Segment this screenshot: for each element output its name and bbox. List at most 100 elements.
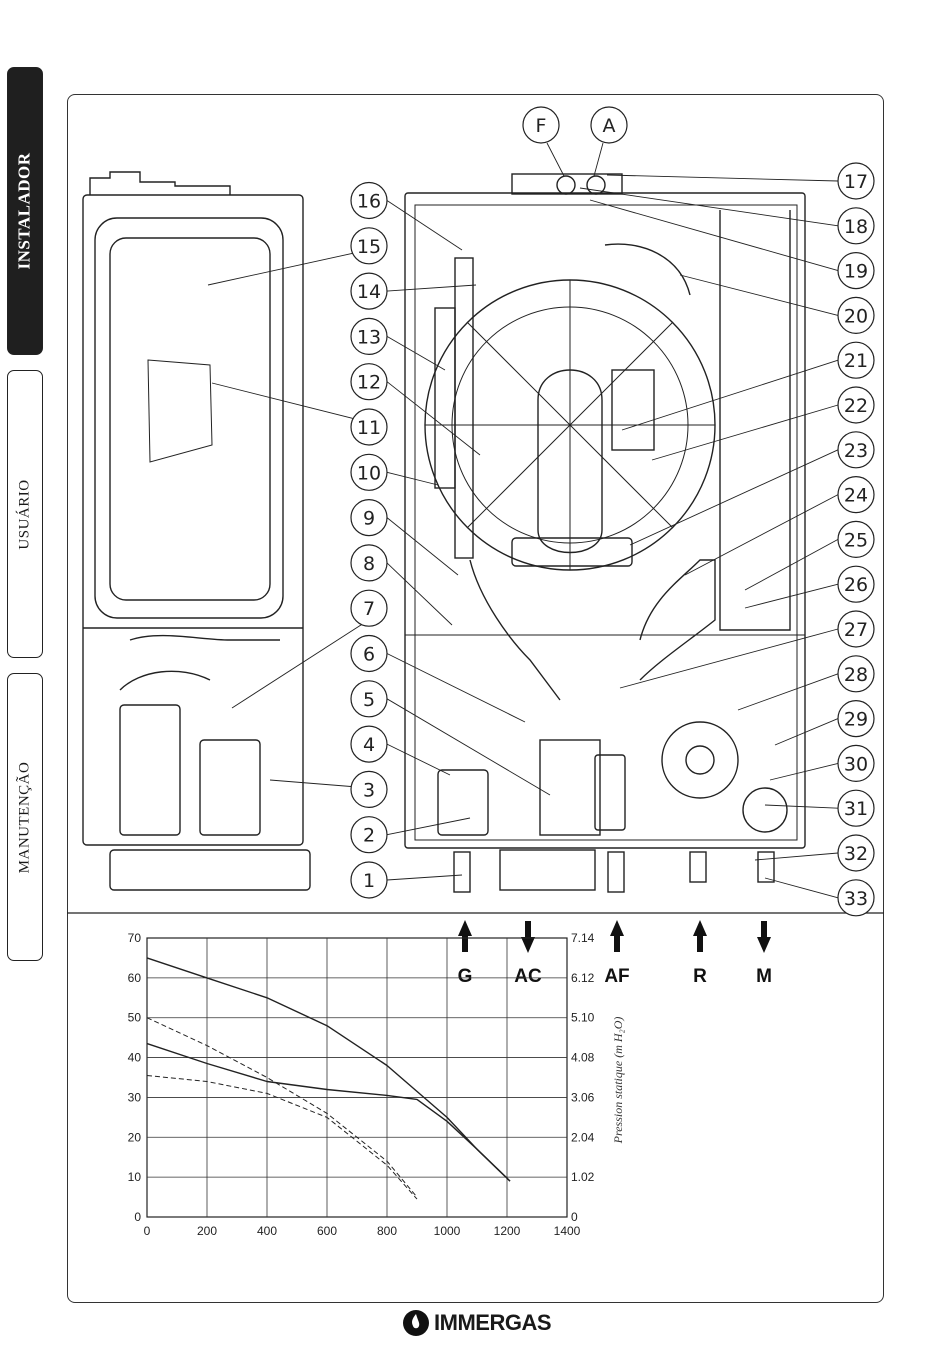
callout-13: 13 <box>351 318 445 370</box>
callout-4: 4 <box>351 726 450 775</box>
callout-number: 13 <box>357 326 381 348</box>
connector-label: A <box>603 115 616 137</box>
y-left-tick-label: 60 <box>128 971 142 985</box>
x-tick-label: 1200 <box>494 1224 521 1238</box>
arrow-up-icon <box>458 920 472 952</box>
callout-number: 14 <box>357 281 381 303</box>
arrow-up-icon <box>693 920 707 952</box>
callout-leader <box>387 518 458 575</box>
callout-leader <box>387 744 450 775</box>
x-tick-label: 1000 <box>434 1224 461 1238</box>
callout-leader <box>387 654 525 723</box>
pipe-af <box>608 852 624 892</box>
callout-number: 32 <box>844 843 868 865</box>
expansion-vessel-inner <box>110 238 270 600</box>
callout-number: 19 <box>844 261 868 283</box>
flue-manifold <box>640 560 715 680</box>
callout-number: 25 <box>844 529 868 551</box>
callout-number: 8 <box>363 553 375 575</box>
pipe-g <box>454 852 470 892</box>
callout-leader <box>652 405 838 460</box>
x-tick-label: 800 <box>377 1224 397 1238</box>
callout-number: 31 <box>844 798 868 820</box>
connector-leader <box>547 143 564 176</box>
bottom-connector-g: G <box>458 920 473 987</box>
pump-curve-chart: 0200400600800100012001400010203040506070… <box>128 931 625 1238</box>
callout-leader <box>775 719 838 745</box>
callout-number: 7 <box>363 598 375 620</box>
callout-leader <box>765 805 838 808</box>
bottom-connectors: G AC AF R M <box>458 920 772 987</box>
y-right-tick-label: 1.02 <box>571 1170 595 1184</box>
callout-leader <box>607 175 838 181</box>
series-line-1 <box>147 958 510 1181</box>
callout-26: 26 <box>745 566 874 608</box>
pump-rotor <box>686 746 714 774</box>
callout-21: 21 <box>622 342 874 430</box>
bottom-connections <box>454 852 774 892</box>
series-line-2 <box>147 1044 510 1182</box>
callout-leader <box>685 495 838 575</box>
side-pipe <box>130 636 280 640</box>
callout-19: 19 <box>590 200 874 289</box>
callout-number: 12 <box>357 372 381 394</box>
callout-leader <box>387 336 445 370</box>
callout-leader <box>755 853 838 860</box>
callout-leader <box>630 450 838 545</box>
y-right-tick-label: 7.14 <box>571 931 595 945</box>
return-pipe <box>720 210 790 630</box>
top-connector-a: A <box>591 107 627 176</box>
bottom-control-box <box>500 850 595 890</box>
arrow-down-icon <box>521 921 535 953</box>
arrow-down-icon <box>757 921 771 953</box>
callout-27: 27 <box>620 611 874 688</box>
callout-number: 30 <box>844 753 868 775</box>
callout-number: 22 <box>844 395 868 417</box>
bottom-connector-ac: AC <box>514 921 542 987</box>
gas-pipe <box>470 560 560 700</box>
callout-number: 9 <box>363 508 375 530</box>
callout-number: 3 <box>363 779 375 801</box>
top-connectors: FA <box>523 107 627 176</box>
side-view <box>83 172 310 890</box>
callout-number: 15 <box>357 236 381 258</box>
y-left-tick-label: 10 <box>128 1170 142 1184</box>
flue-sensor <box>612 370 654 450</box>
callout-number: 1 <box>363 870 375 892</box>
flow-pipe <box>455 258 473 558</box>
x-tick-label: 1400 <box>554 1224 581 1238</box>
y-right-tick-label: 4.08 <box>571 1051 595 1065</box>
connector-code: R <box>693 966 707 987</box>
x-tick-label: 600 <box>317 1224 337 1238</box>
callout-leader <box>387 699 550 795</box>
callout-30: 30 <box>770 745 874 781</box>
side-pipe-2 <box>120 671 210 690</box>
y-right-tick-label: 6.12 <box>571 971 595 985</box>
connector-label: F <box>536 115 547 137</box>
connector-code: AF <box>604 966 629 987</box>
connector-leader <box>594 143 603 176</box>
side-label-plate <box>148 360 212 462</box>
callout-leader <box>770 763 838 780</box>
connector-code: AC <box>514 966 542 987</box>
callout-number: 6 <box>363 644 375 666</box>
callout-number: 2 <box>363 825 375 847</box>
callout-33: 33 <box>765 878 874 916</box>
callout-number: 20 <box>844 305 868 327</box>
x-tick-label: 0 <box>144 1224 151 1238</box>
side-valve <box>200 740 260 835</box>
y-left-tick-label: 20 <box>128 1130 142 1144</box>
side-top-fittings <box>90 172 230 195</box>
callout-leader <box>590 200 838 271</box>
callout-23: 23 <box>630 432 874 545</box>
callout-number: 23 <box>844 440 868 462</box>
callout-number: 33 <box>844 888 868 910</box>
x-tick-label: 400 <box>257 1224 277 1238</box>
gas-valve <box>438 770 488 835</box>
series-line-3 <box>147 1018 417 1197</box>
arrow-up-icon <box>610 920 624 952</box>
callout-number: 29 <box>844 709 868 731</box>
pipe-m <box>758 852 774 882</box>
connector-code: M <box>756 966 772 987</box>
